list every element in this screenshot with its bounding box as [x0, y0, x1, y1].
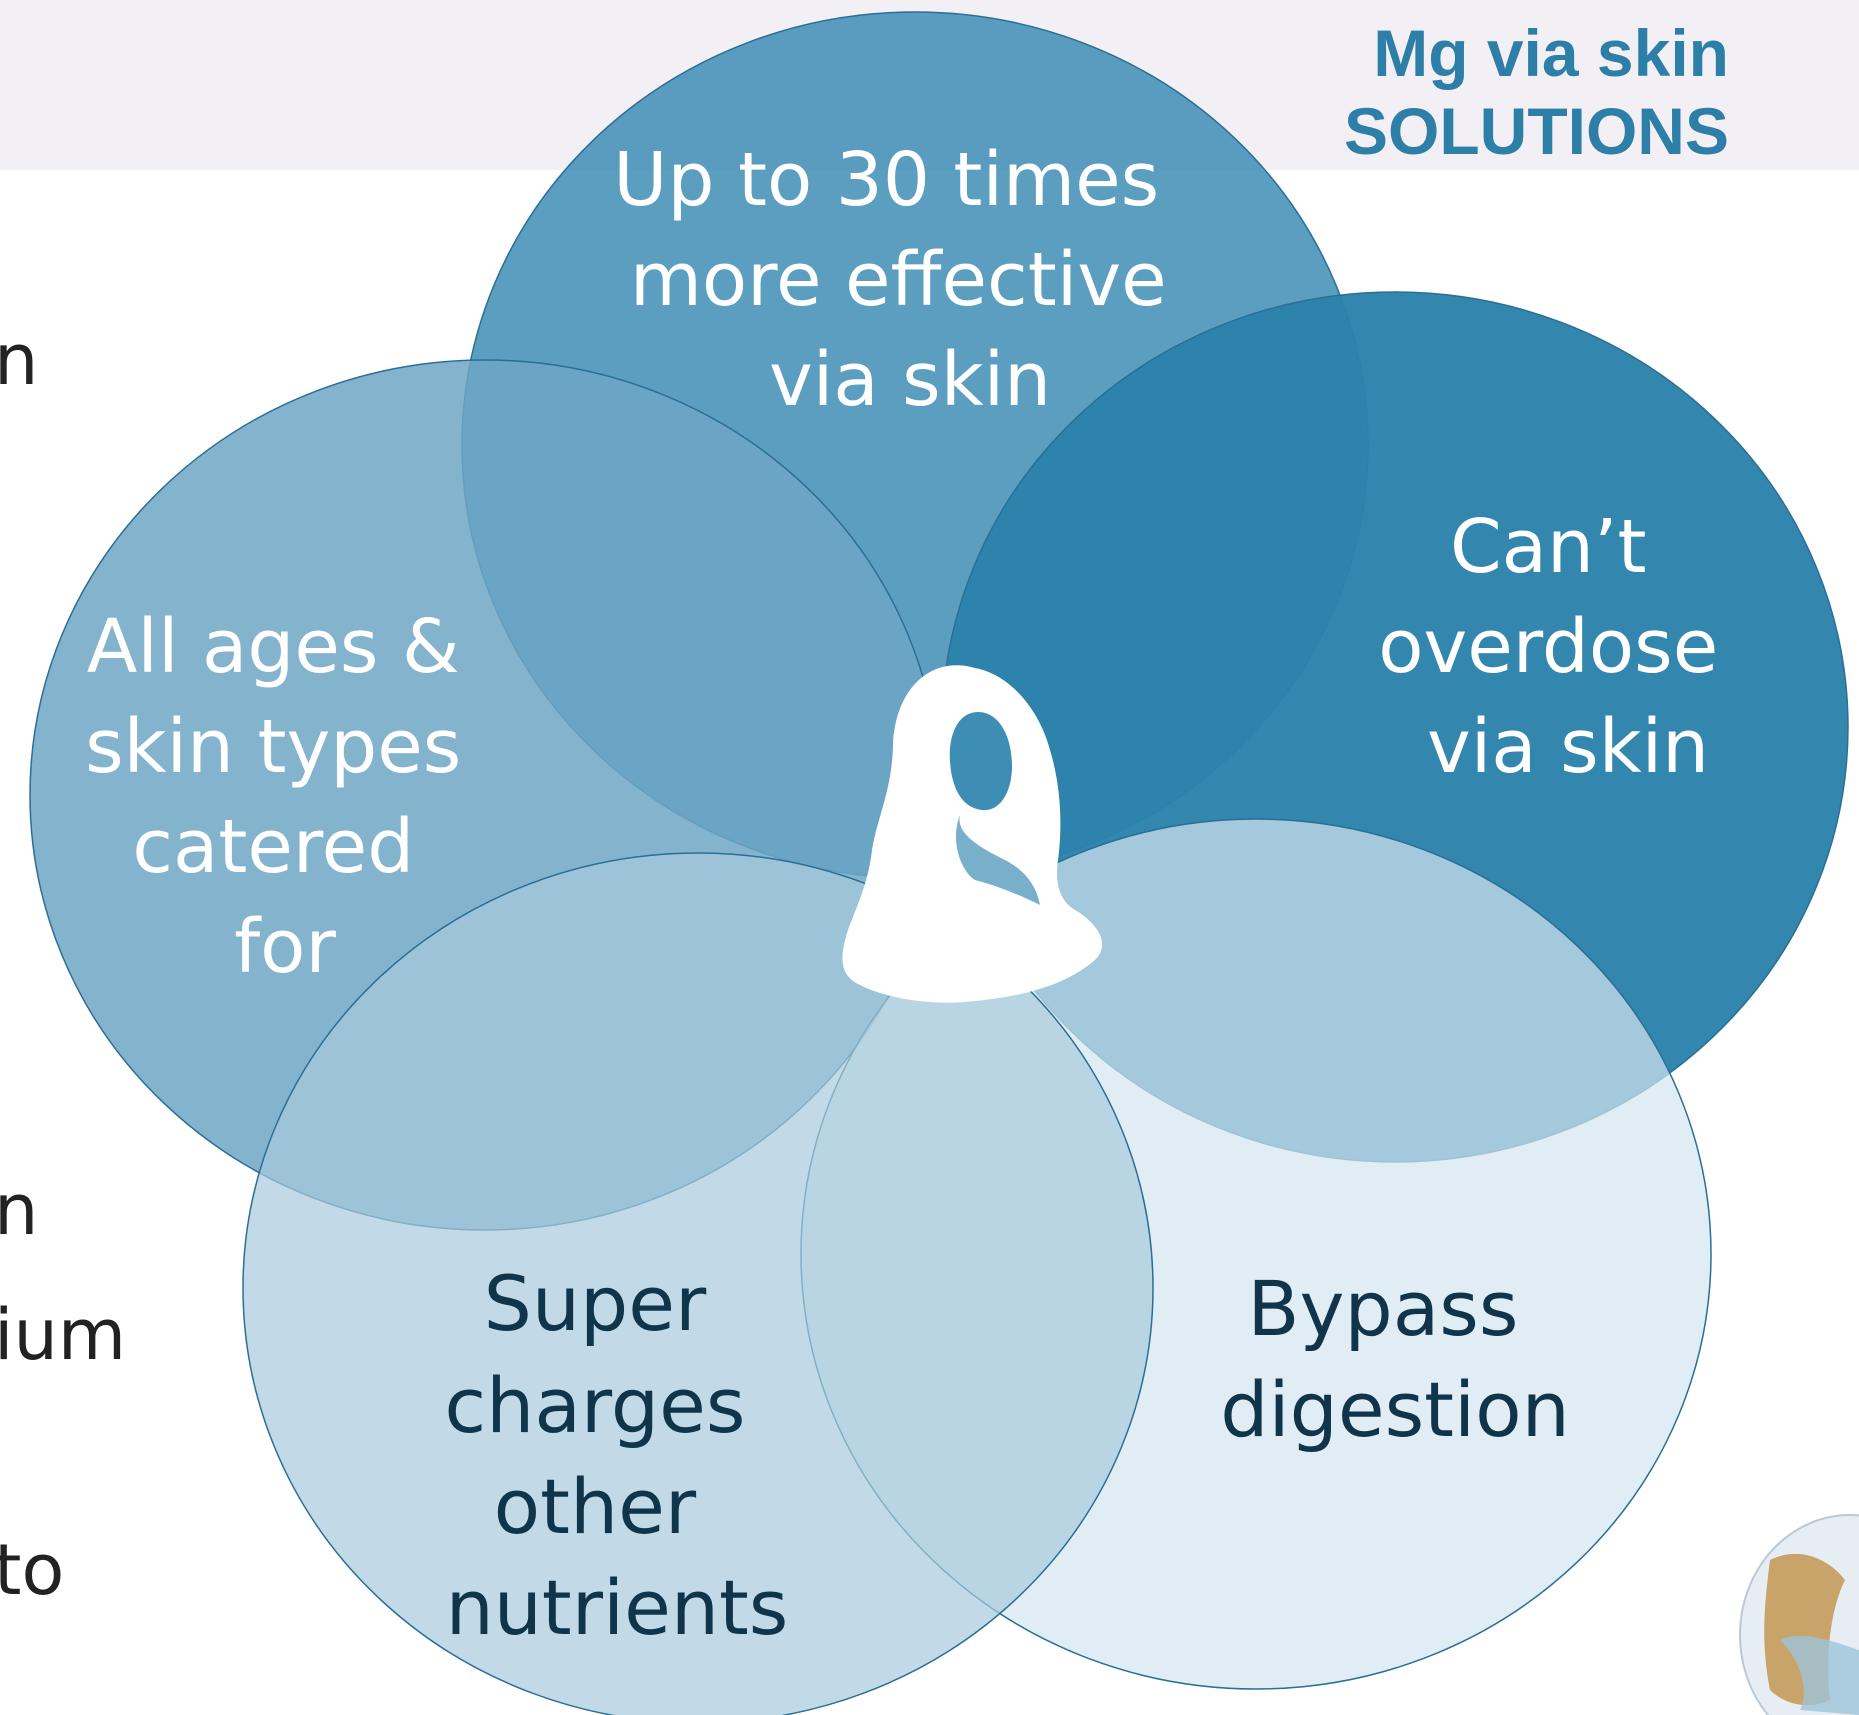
- logo-portrait-icon: [1740, 1515, 1859, 1715]
